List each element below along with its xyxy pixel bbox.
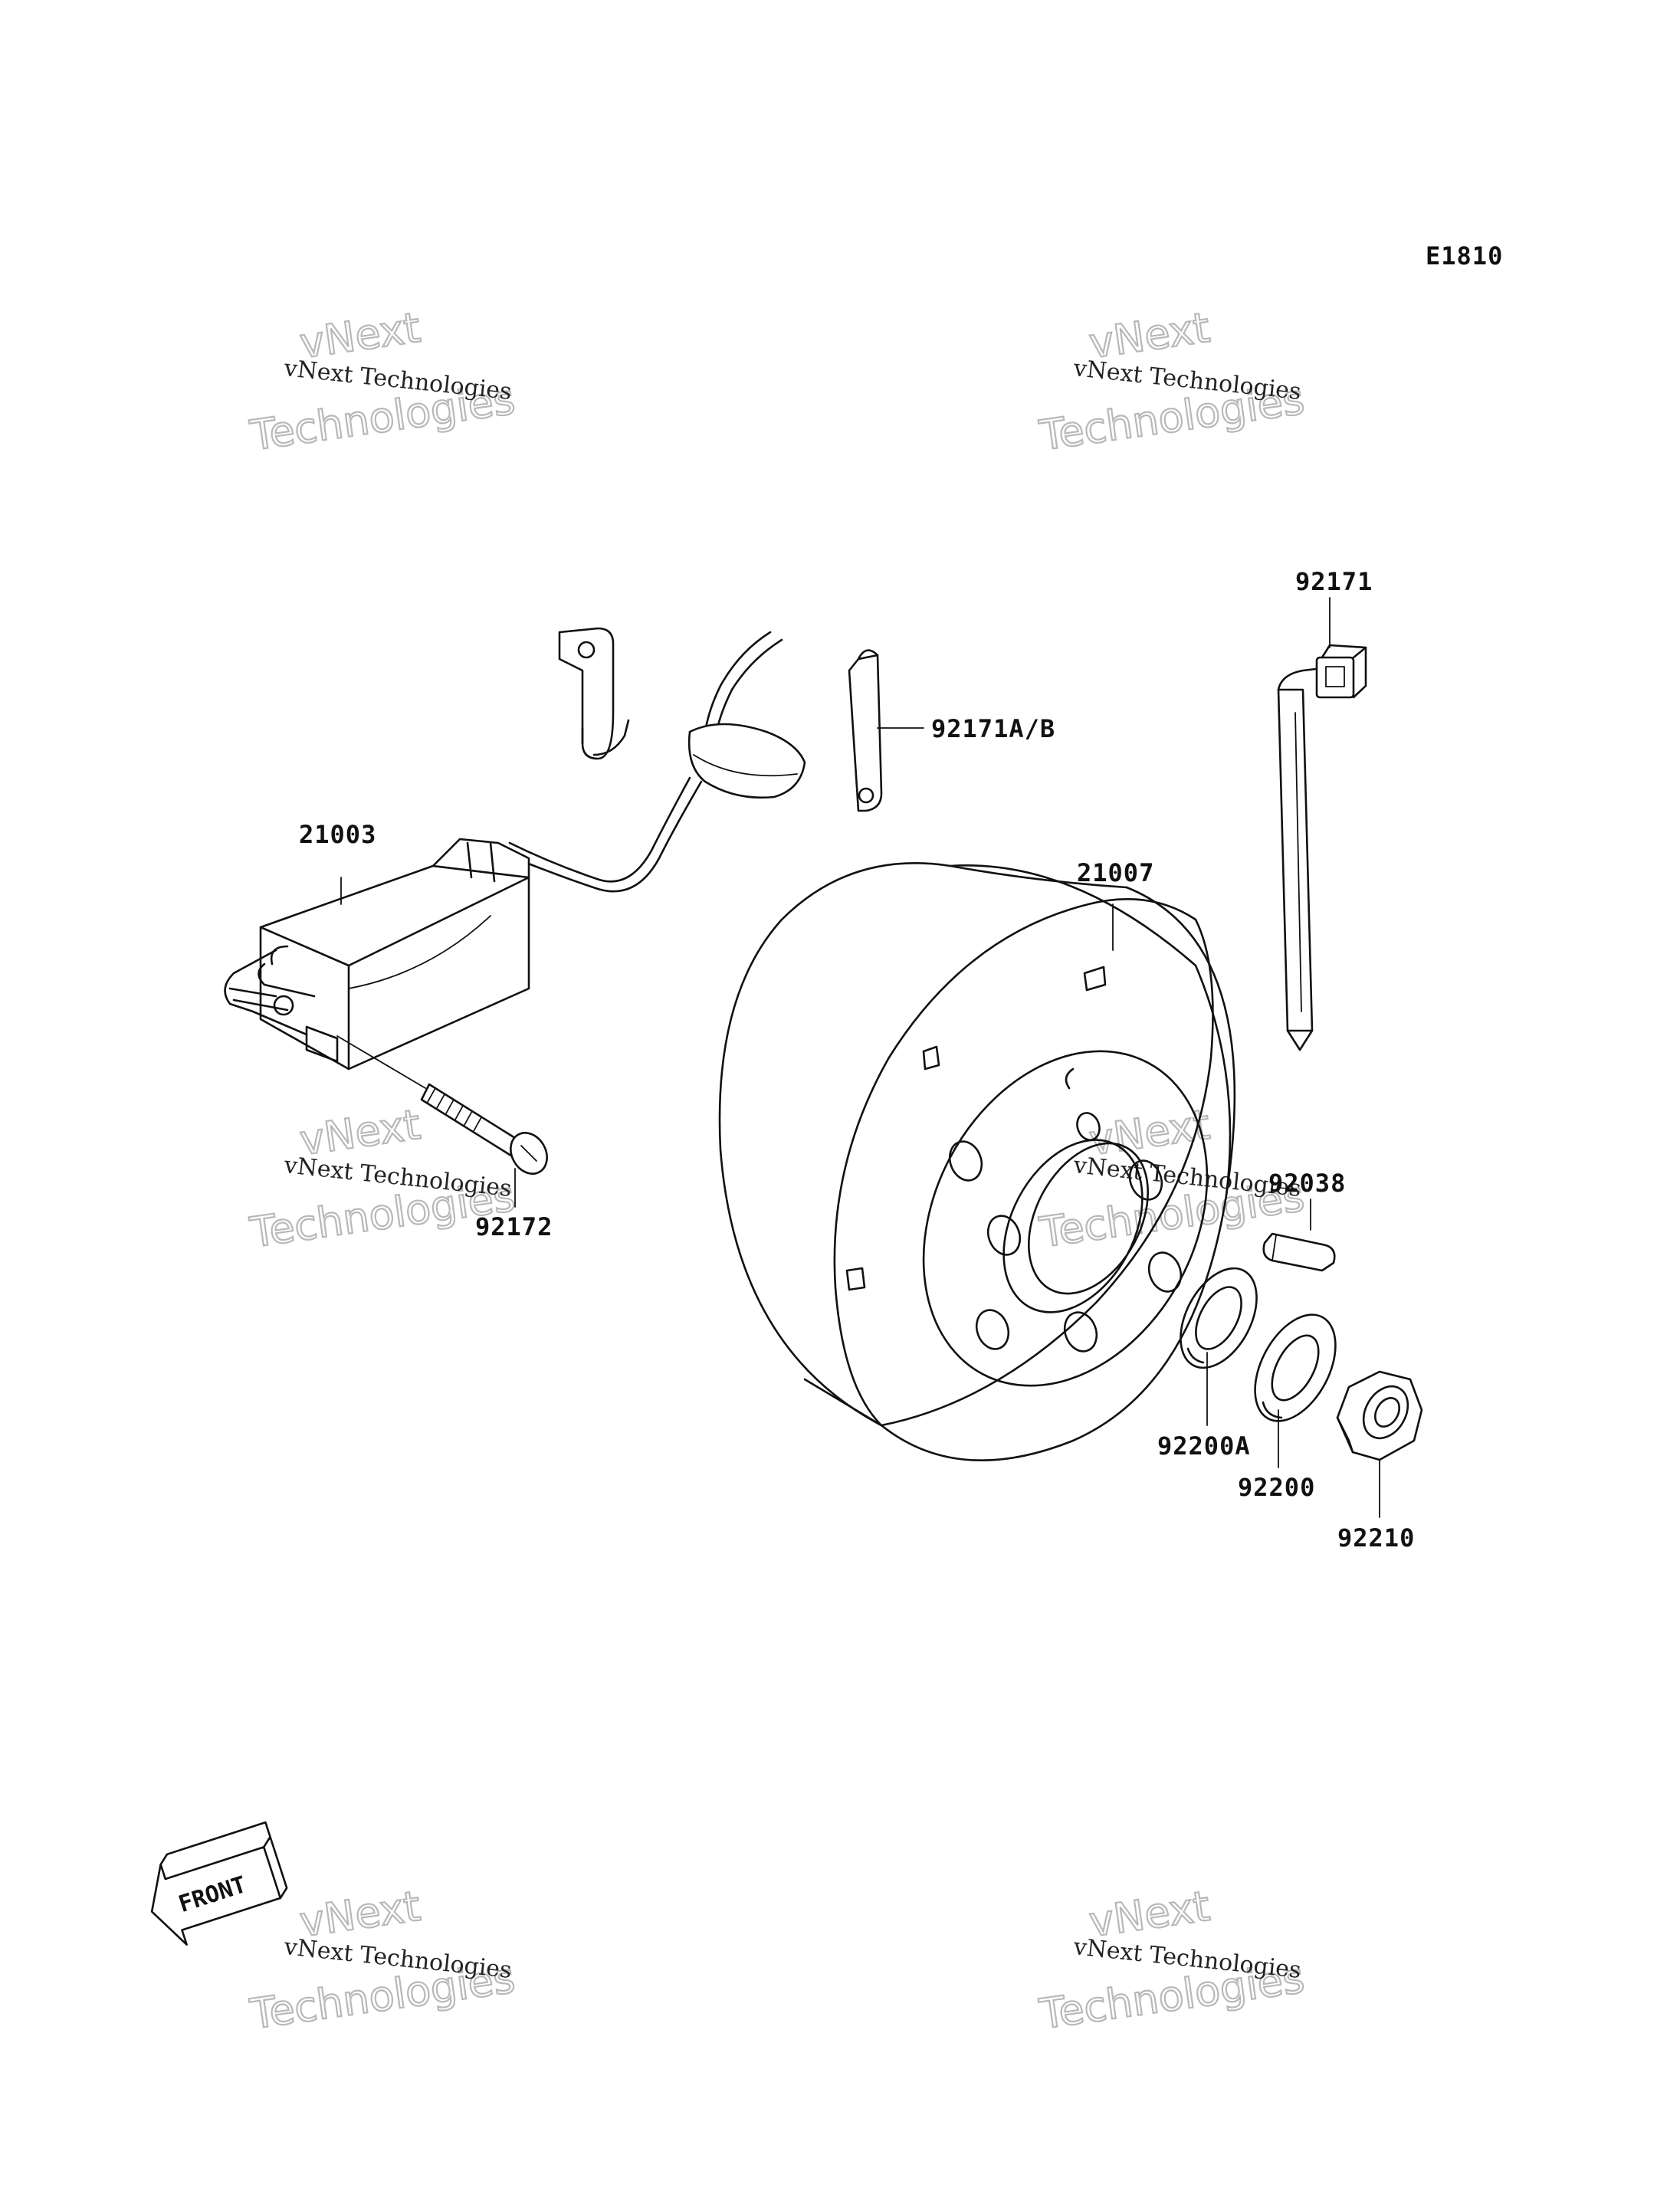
- leader-lines: [340, 597, 1380, 1518]
- clamp-left: [558, 627, 630, 760]
- washer-92200a: [1180, 1267, 1258, 1369]
- label-92200: 92200: [1238, 1473, 1315, 1502]
- label-92200a: 92200A: [1157, 1431, 1251, 1461]
- wire-harness: [504, 631, 806, 893]
- cable-tie-92171: [1277, 644, 1367, 1051]
- label-21007: 21007: [1077, 858, 1154, 887]
- flywheel-21007: [718, 862, 1236, 1461]
- label-92171ab: 92171A/B: [931, 714, 1055, 743]
- label-92171: 92171: [1295, 567, 1373, 596]
- bolt-92172: [336, 1035, 548, 1175]
- clamp-right: [848, 649, 883, 812]
- front-direction-marker: FRONT: [150, 1821, 288, 1946]
- pickup-coil-21003: [224, 838, 530, 1071]
- label-21003: 21003: [299, 820, 376, 849]
- washer-92200: [1254, 1313, 1337, 1422]
- label-92038: 92038: [1268, 1169, 1346, 1198]
- key-92038: [1262, 1232, 1336, 1272]
- label-92172: 92172: [475, 1212, 553, 1241]
- diagram-code: E1810: [1426, 241, 1503, 271]
- nut-92210: [1336, 1370, 1423, 1461]
- label-92210: 92210: [1337, 1523, 1415, 1553]
